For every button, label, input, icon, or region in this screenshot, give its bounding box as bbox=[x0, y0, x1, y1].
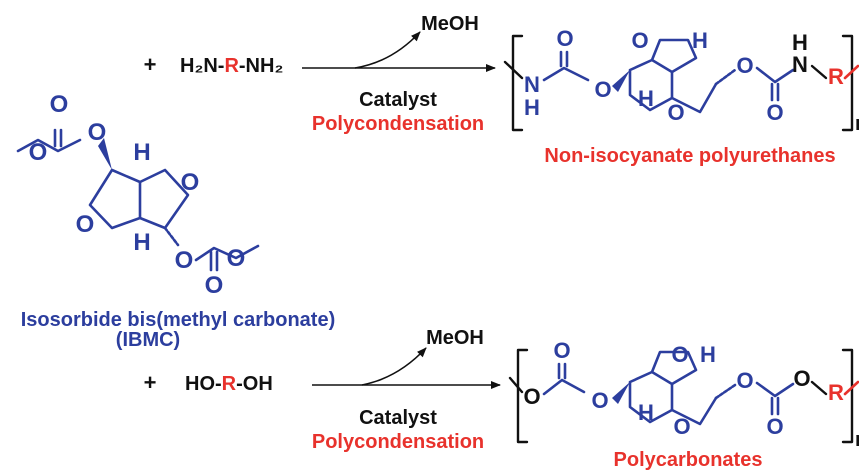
pc-ester-oxygen-left: O bbox=[591, 388, 608, 413]
plus-sign-top: + bbox=[144, 52, 157, 77]
r-group-bottom: R bbox=[828, 380, 844, 405]
pc-carbonyl-oxygen-left: O bbox=[553, 338, 570, 363]
pu-ring-hydrogen-top: H bbox=[692, 28, 708, 53]
process-label-bottom: Polycondensation bbox=[312, 431, 484, 453]
bracket-left-top bbox=[511, 34, 524, 132]
ibmc-structure: O O O H H O O O O O bbox=[16, 91, 260, 299]
diamine-reagent: H₂N-R-NH₂ bbox=[180, 55, 283, 77]
plus-sign-bottom: + bbox=[144, 370, 157, 395]
urethane-carbonyl-oxygen-right: O bbox=[766, 100, 783, 125]
pc-ring-hydrogen-top: H bbox=[700, 342, 716, 367]
amide-nitrogen-left: N bbox=[524, 72, 540, 97]
ether-oxygen-top: O bbox=[88, 119, 107, 146]
polycarbonate-structure: O O O O H H O O O O R n bbox=[508, 338, 859, 451]
pu-ring-hydrogen-bottom: H bbox=[638, 86, 654, 111]
ether-oxygen-bottom: O bbox=[175, 247, 194, 274]
repeat-n-bottom: n bbox=[855, 429, 859, 451]
pc-ring-oxygen-top: O bbox=[671, 342, 688, 367]
pu-ring-oxygen-bottom: O bbox=[667, 100, 684, 125]
polyurethane-structure: N H O O O H H O O O H N R n bbox=[503, 26, 859, 135]
catalyst-label-top: Catalyst bbox=[359, 89, 437, 111]
amide-hydrogen-right: H bbox=[792, 30, 808, 55]
ester-oxygen-bottom: O bbox=[227, 245, 246, 272]
carbonate-oxygen-right: O bbox=[793, 366, 810, 391]
bracket-left-bottom bbox=[516, 348, 529, 444]
byproduct-top: MeOH bbox=[421, 13, 479, 35]
product-label-bottom: Polycarbonates bbox=[614, 449, 763, 470]
ring-oxygen-right: O bbox=[181, 169, 200, 196]
pu-ring-oxygen-top: O bbox=[631, 28, 648, 53]
ring-hydrogen-top: H bbox=[133, 139, 150, 166]
urethane-oxygen-right: O bbox=[736, 53, 753, 78]
r-group-top: R bbox=[828, 64, 844, 89]
carbonyl-oxygen-bottom: O bbox=[205, 272, 224, 299]
bracket-right-bottom bbox=[841, 348, 854, 444]
bracket-right-top bbox=[841, 34, 854, 132]
repeat-n-top: n bbox=[855, 113, 859, 135]
pc-carbonyl-oxygen-right: O bbox=[766, 414, 783, 439]
byproduct-arrow-bottom bbox=[361, 347, 427, 386]
carbonate-oxygen-left: O bbox=[523, 384, 540, 409]
urethane-oxygen-left: O bbox=[594, 77, 611, 102]
monomer-abbr: (IBMC) bbox=[116, 329, 180, 351]
carbonyl-oxygen-top: O bbox=[50, 91, 69, 118]
ring-oxygen-left: O bbox=[76, 211, 95, 238]
amide-nitrogen-right: N bbox=[792, 52, 808, 77]
byproduct-arrow-top bbox=[354, 31, 421, 69]
amide-hydrogen-left: H bbox=[524, 95, 540, 120]
monomer-name: Isosorbide bis(methyl carbonate) bbox=[21, 309, 336, 331]
diol-reagent: HO-R-OH bbox=[185, 373, 273, 395]
pc-ester-oxygen-right: O bbox=[736, 368, 753, 393]
byproduct-bottom: MeOH bbox=[426, 327, 484, 349]
ring-hydrogen-bottom: H bbox=[133, 229, 150, 256]
urethane-carbonyl-oxygen-left: O bbox=[556, 26, 573, 51]
pc-ring-hydrogen-bottom: H bbox=[638, 400, 654, 425]
ester-oxygen-top: O bbox=[29, 139, 48, 166]
product-label-top: Non-isocyanate polyurethanes bbox=[544, 145, 835, 167]
process-label-top: Polycondensation bbox=[312, 113, 484, 135]
catalyst-label-bottom: Catalyst bbox=[359, 407, 437, 429]
wedge-bond-top bbox=[98, 138, 112, 170]
pc-ring-oxygen-bottom: O bbox=[673, 414, 690, 439]
